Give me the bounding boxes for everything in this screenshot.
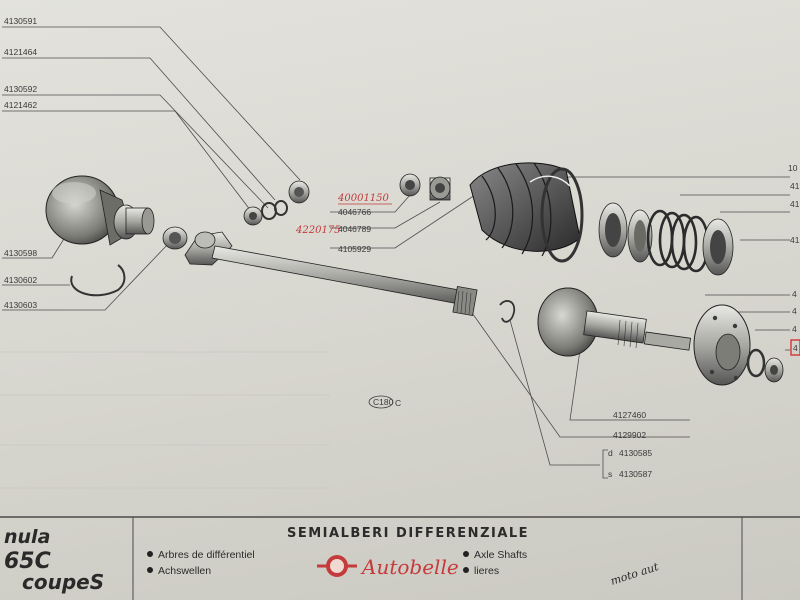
model-line-3: coupeS	[22, 570, 104, 594]
label-4130602: 4130602	[4, 275, 37, 285]
bullet-es	[463, 567, 469, 573]
label-code-d: d	[608, 448, 613, 458]
label-4046766: 4046766	[338, 207, 371, 217]
label-edge-2: 41	[790, 181, 800, 191]
figure-code: C180	[373, 397, 394, 407]
faint-parts-table	[0, 351, 330, 489]
figure-code-oval	[368, 395, 394, 409]
handwritten-note: moto aut	[609, 560, 661, 588]
highlight-box	[790, 339, 800, 356]
bullet-fr	[147, 551, 153, 557]
handwritten-correction-2: 4220175	[295, 225, 341, 236]
label-edge-5: 4	[792, 289, 797, 299]
brand-name: Autobelle	[360, 555, 459, 579]
bullet-en	[463, 551, 469, 557]
label-code-s: s	[608, 469, 612, 479]
bearing-spring-group	[598, 202, 734, 276]
outer-cv-and-hub	[537, 287, 784, 386]
label-de: Achswellen	[158, 565, 211, 577]
label-4130603: 4130603	[4, 300, 37, 310]
label-4105929: 4105929	[338, 244, 371, 254]
shaft-clip	[499, 300, 516, 323]
figure-suffix: C	[395, 398, 401, 408]
model-line-1: nula	[4, 526, 50, 548]
circlip-left	[70, 264, 126, 297]
label-edge-8: 4	[793, 343, 798, 353]
label-4130591: 4130591	[4, 16, 37, 26]
label-4121462: 4121462	[4, 100, 37, 110]
label-4121464: 4121464	[4, 47, 37, 57]
label-en: Axle Shafts	[474, 549, 527, 561]
label-4130598: 4130598	[4, 248, 37, 258]
label-4130587: 4130587	[619, 469, 652, 479]
label-edge-1: 10	[788, 163, 798, 173]
axle-shaft	[184, 231, 478, 317]
handwritten-correction-1: 40001150	[337, 193, 390, 204]
label-4129902: 4129902	[613, 430, 646, 440]
label-edge-4: 41	[790, 235, 800, 245]
bushing-left	[162, 226, 188, 250]
brand-logo: Autobelle	[317, 555, 459, 579]
part-labels: 4130591 4121464 4130592 4121462 4130598 …	[4, 16, 800, 479]
bracket	[602, 449, 608, 479]
label-fr: Arbres de différentiel	[158, 549, 255, 561]
label-4130585: 4130585	[619, 448, 652, 458]
model-line-2: 65C	[4, 549, 51, 574]
rubber-boot	[469, 162, 584, 263]
middle-bearings	[399, 173, 451, 201]
label-edge-3: 41	[790, 199, 800, 209]
leader-lines	[2, 26, 790, 466]
label-4046789: 4046789	[338, 224, 371, 234]
roller-bearing-group	[243, 180, 310, 226]
label-4130592: 4130592	[4, 84, 37, 94]
label-edge-7: 4	[792, 324, 797, 334]
section-title: SEMIALBERI DIFFERENZIALE	[287, 526, 529, 541]
label-es: lieres	[474, 565, 499, 577]
cv-joint-housing-left	[45, 175, 155, 246]
label-4127460: 4127460	[613, 410, 646, 420]
bullet-de	[147, 567, 153, 573]
label-edge-6: 4	[792, 306, 797, 316]
